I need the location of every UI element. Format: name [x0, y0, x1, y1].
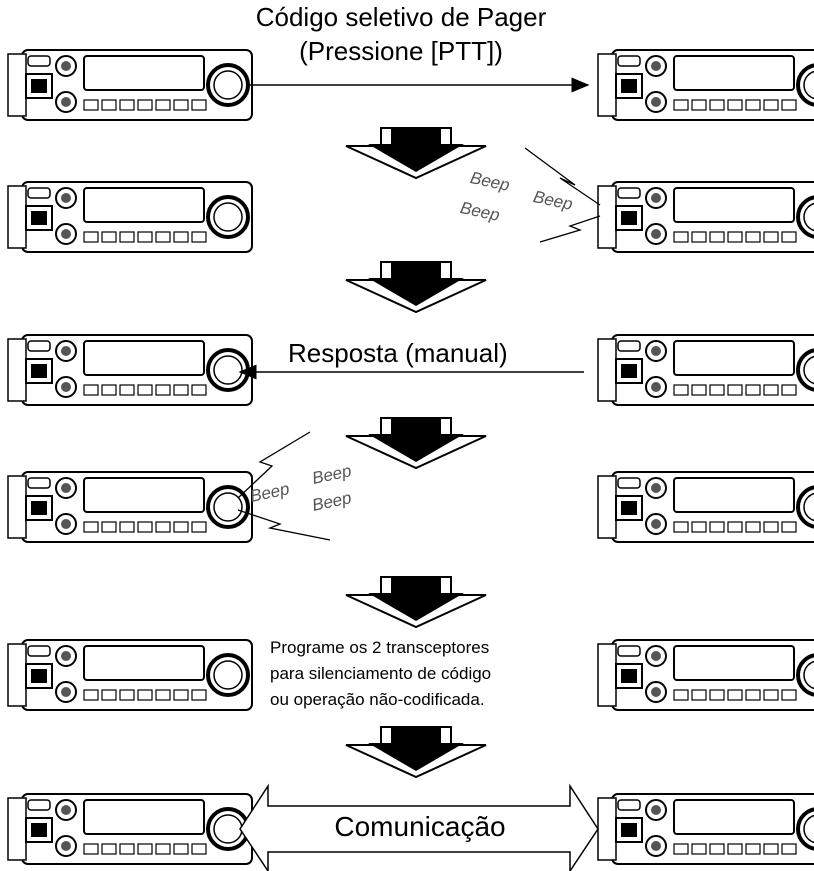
- pager-code-label-line1: Código seletivo de Pager: [255, 2, 547, 32]
- down-arrow-icon-4: [345, 576, 487, 628]
- down-arrow-icon-3: [345, 417, 487, 469]
- left-radio-row3-icon: [6, 333, 254, 407]
- left-radio-row1-icon: [6, 48, 254, 122]
- right-radio-row4-icon: [596, 470, 814, 544]
- program-line-2: para silenciamento de código: [270, 664, 492, 683]
- down-arrow-icon-2: [345, 261, 487, 313]
- right-radio-row2-icon: [596, 180, 814, 254]
- lightning-signal-icon-4: [237, 509, 331, 541]
- right-radio-row3-icon: [596, 333, 814, 407]
- left-radio-row6-icon: [6, 792, 254, 866]
- pager-code-label-line2: (Pressione [PTT]): [299, 36, 503, 66]
- program-line-3: ou operação não-codificada.: [270, 690, 485, 709]
- right-radio-row1-icon: [596, 48, 814, 122]
- left-radio-row2-icon: [6, 180, 254, 254]
- program-instruction: Programe os 2 transceptores para silenci…: [270, 635, 580, 713]
- left-radio-row4-icon: [6, 470, 254, 544]
- lightning-signal-icon-1: [524, 147, 601, 206]
- right-radio-row6-icon: [596, 792, 814, 866]
- communication-label: Comunicação: [334, 811, 506, 842]
- lightning-signal-icon-2: [539, 215, 601, 243]
- down-arrow-icon-1: [345, 127, 487, 179]
- down-arrow-icon-5: [345, 726, 487, 778]
- response-label: Resposta (manual): [288, 338, 508, 368]
- right-radio-row5-icon: [596, 638, 814, 712]
- program-line-1: Programe os 2 transceptores: [270, 638, 490, 657]
- left-radio-row5-icon: [6, 638, 254, 712]
- lightning-signal-icon-3: [237, 431, 311, 499]
- communication-double-arrow: [239, 783, 599, 871]
